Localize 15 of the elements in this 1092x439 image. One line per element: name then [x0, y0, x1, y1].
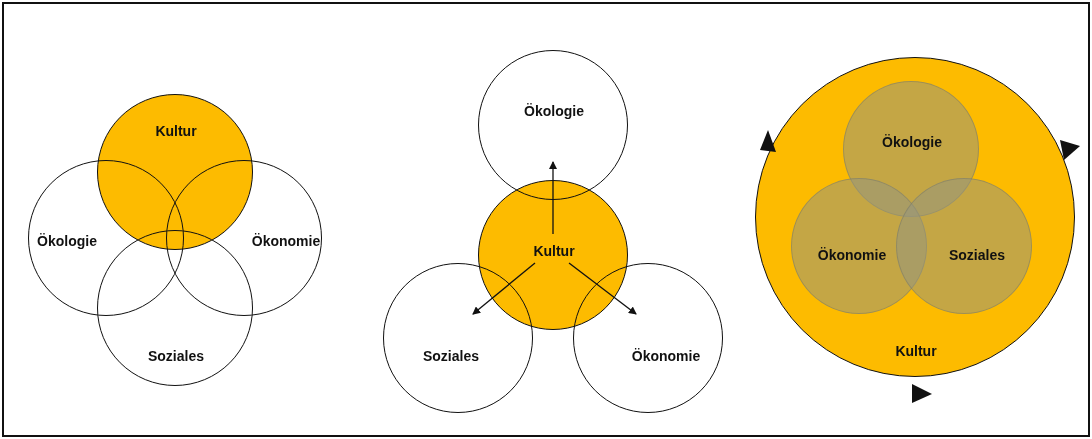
circle-label: Ökonomie	[631, 349, 701, 363]
circle-label: Ökologie	[524, 104, 584, 118]
circle-label: Ökonomie	[251, 234, 321, 248]
arrow	[568, 262, 637, 315]
circle-label: Soziales	[949, 248, 1005, 262]
circle-label: Soziales	[423, 349, 479, 363]
circle-label: Ökonomie	[817, 248, 887, 262]
circle-label: Kultur	[155, 124, 197, 138]
arrow	[472, 262, 536, 315]
circle-label: Ökologie	[882, 135, 942, 149]
circle-label: Kultur	[895, 344, 937, 358]
circle-label: Ökologie	[37, 234, 97, 248]
arrow	[549, 161, 557, 235]
circle-label: Kultur	[533, 244, 575, 258]
circle-label: Soziales	[148, 349, 204, 363]
